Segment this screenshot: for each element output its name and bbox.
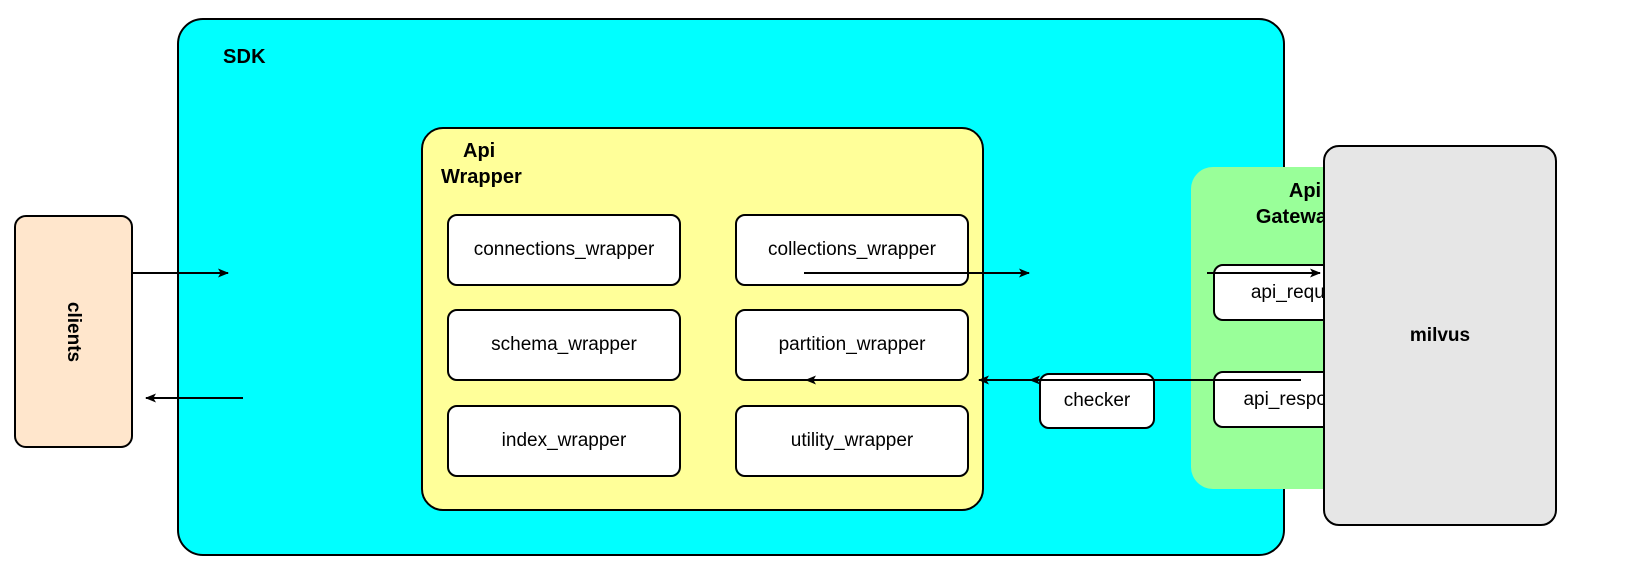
milvus-label: milvus: [1409, 324, 1471, 346]
module-index-wrapper[interactable]: index_wrapper: [447, 405, 681, 477]
milvus-node[interactable]: milvus: [1323, 145, 1557, 526]
module-label: utility_wrapper: [790, 430, 914, 451]
api-gateway-title: Api Gateway: [1205, 178, 1405, 231]
module-label: index_wrapper: [501, 430, 627, 451]
api-wrapper-title: Api Wrapper: [441, 138, 603, 191]
sdk-title: SDK: [223, 46, 266, 68]
sdk-container[interactable]: SDK Api Wrapper connections_wrapper coll…: [177, 18, 1417, 556]
checker-node[interactable]: checker: [1039, 373, 1155, 429]
api-wrapper-container[interactable]: Api Wrapper connections_wrapper collecti…: [421, 127, 984, 511]
module-label: partition_wrapper: [778, 334, 926, 355]
module-schema-wrapper[interactable]: schema_wrapper: [447, 309, 681, 381]
api-gateway-title-line2: Gateway: [1255, 206, 1339, 229]
clients-node[interactable]: clients: [14, 215, 133, 448]
module-collections-wrapper[interactable]: collections_wrapper: [735, 214, 969, 286]
module-connections-wrapper[interactable]: connections_wrapper: [447, 214, 681, 286]
module-label: schema_wrapper: [491, 334, 637, 355]
module-partition-wrapper[interactable]: partition_wrapper: [735, 309, 969, 381]
module-utility-wrapper[interactable]: utility_wrapper: [735, 405, 969, 477]
api-wrapper-title-line1: Api: [463, 140, 496, 162]
clients-label: clients: [63, 301, 85, 362]
module-label: collections_wrapper: [768, 239, 936, 260]
api-gateway-title-line1: Api: [1288, 180, 1322, 202]
api-wrapper-title-line2: Wrapper: [441, 166, 522, 189]
checker-label: checker: [1063, 390, 1131, 411]
module-label: connections_wrapper: [473, 239, 655, 260]
